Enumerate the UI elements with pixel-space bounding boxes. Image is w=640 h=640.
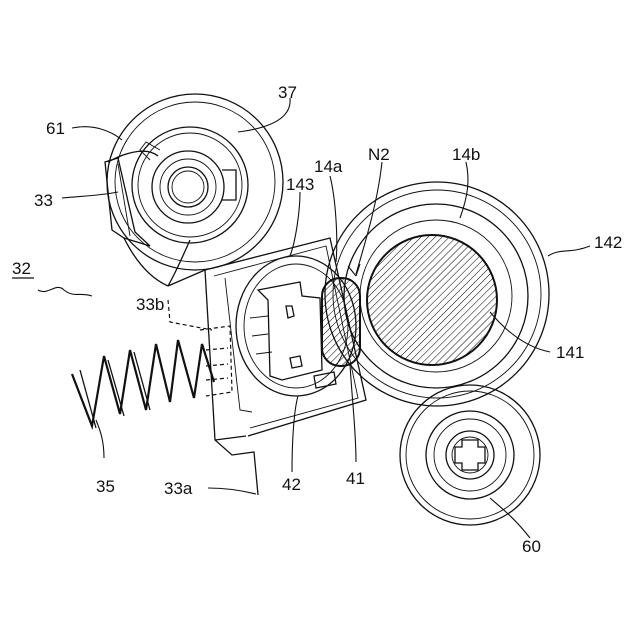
gear-61 [107,94,283,270]
label-60: 60 [522,537,541,556]
label-141: 141 [556,343,584,362]
label-142: 142 [594,233,622,252]
lever-33 [105,151,190,286]
label-32: 32 [12,259,31,278]
label-33b: 33b [136,295,164,314]
gear-37 [132,127,248,243]
label-33a: 33a [164,479,193,498]
shaft-141 [367,235,497,365]
label-42: 42 [282,475,301,494]
label-41: 41 [346,469,365,488]
label-61: 61 [46,119,65,138]
gear-60 [400,385,540,525]
label-N2: N2 [368,145,390,164]
label-37: 37 [278,83,297,102]
label-14a: 14a [314,157,343,176]
label-33: 33 [34,191,53,210]
spring-35 [72,340,214,428]
label-143: 143 [286,175,314,194]
reference-labels: 32 61 37 33 33b 35 33a 143 14a N2 14b 14… [12,83,622,556]
label-14b: 14b [452,145,480,164]
label-35: 35 [96,477,115,496]
